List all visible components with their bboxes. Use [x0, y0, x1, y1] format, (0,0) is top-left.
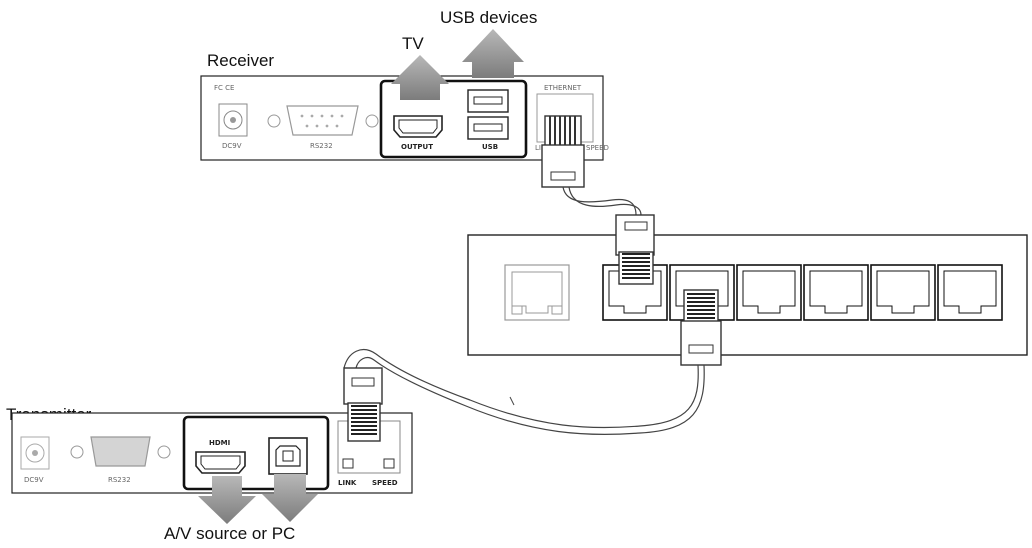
- switch-plug-2: [680, 289, 722, 366]
- receiver-output-label: OUTPUT: [401, 143, 433, 151]
- receiver-rs232-port: [267, 105, 379, 136]
- receiver-dc-port: [218, 103, 248, 137]
- transmitter-rs232-label: RS232: [108, 476, 131, 484]
- tv-label: TV: [402, 34, 424, 53]
- receiver-rs232-label: RS232: [310, 142, 333, 150]
- switch-port-5: [870, 264, 936, 321]
- transmitter-dc-label: DC9V: [24, 476, 44, 484]
- transmitter-link-label: LINK: [338, 479, 357, 487]
- receiver-dc-label: DC9V: [222, 142, 242, 150]
- source-label: A/V source or PC: [164, 524, 296, 543]
- receiver-usb-ports: [467, 89, 509, 140]
- network-switch: [467, 234, 1028, 356]
- receiver-label: Receiver: [207, 51, 275, 70]
- transmitter-dc-port: [20, 436, 50, 470]
- usb-source-arrow: [262, 474, 318, 522]
- usb-devices-label: USB devices: [440, 8, 538, 27]
- transmitter-rs232-port: [70, 436, 171, 467]
- switch-port-4: [803, 264, 869, 321]
- switch-port-6: [937, 264, 1003, 321]
- usb-arrow: [462, 29, 524, 78]
- transmitter-hdmi-label: HDMI: [209, 439, 230, 447]
- receiver-speed-label: SPEED: [586, 144, 609, 152]
- switch-uplink-port: [504, 264, 570, 321]
- transmitter-cable-plug: [343, 367, 383, 442]
- receiver-marks: FC CE: [214, 84, 234, 92]
- receiver-cable-plug: [541, 115, 585, 188]
- transmitter-device: DC9V RS232 HDMI LINK SPEED: [11, 412, 413, 494]
- receiver-ethernet-label: ETHERNET: [544, 84, 582, 92]
- receiver-hdmi-output-port: [393, 115, 443, 138]
- switch-port-3: [736, 264, 802, 321]
- transmitter-usb-b-port: [268, 437, 308, 475]
- switch-plug-1: [615, 214, 655, 285]
- transmitter-speed-label: SPEED: [372, 479, 398, 487]
- transmitter-hdmi-port: [195, 451, 246, 474]
- hdmi-source-arrow: [198, 476, 256, 524]
- receiver-usb-label: USB: [482, 143, 498, 151]
- tv-arrow: [391, 55, 449, 100]
